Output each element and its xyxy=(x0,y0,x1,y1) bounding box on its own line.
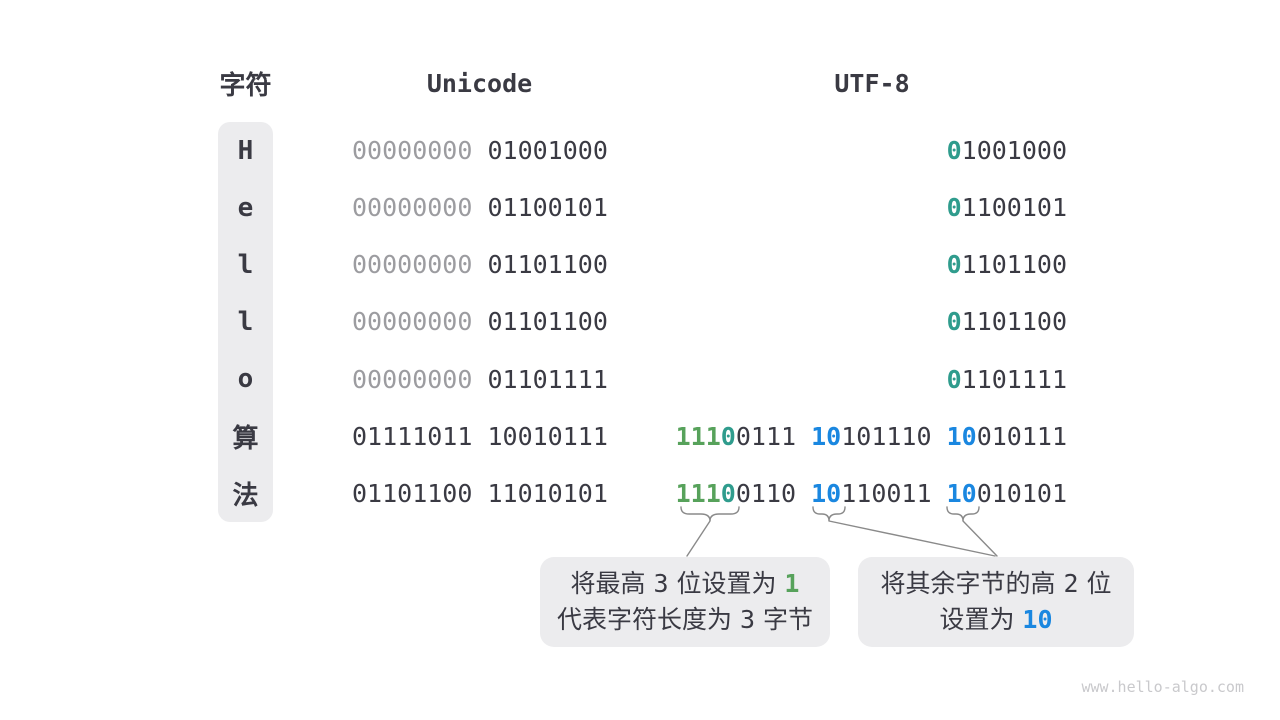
watermark: www.hello-algo.com xyxy=(1081,678,1244,696)
bits-segment-dark: 01100101 xyxy=(472,193,608,223)
bits-segment-teal: 0 xyxy=(720,478,736,508)
bits-segment-dark: 位设置为 xyxy=(668,569,785,598)
bits-segment-gray: 00000000 xyxy=(352,250,473,280)
bits-segment-dark: 1101111 xyxy=(961,364,1067,394)
bits-segment-gray: 00000000 xyxy=(352,364,473,394)
bits-segment-blue: 10 xyxy=(1022,605,1053,634)
character-cell: l xyxy=(237,249,254,280)
character-cell: e xyxy=(237,192,254,223)
bits-segment-dark: 110011 xyxy=(841,478,947,508)
bits-segment-blue: 10 xyxy=(946,421,977,451)
bits-segment-dark: 1100101 xyxy=(961,193,1067,223)
callout-set-continuation-bits: 将其余字节的高 2 位设置为 10 xyxy=(858,557,1134,647)
bits-segment-teal: 0 xyxy=(946,136,962,166)
bits-segment-teal: 0 xyxy=(946,250,962,280)
character-cell: 算 xyxy=(232,423,259,454)
bits-segment-dark: 3 xyxy=(653,569,669,598)
bits-segment-teal: 0 xyxy=(720,421,736,451)
column-header-unicode: Unicode xyxy=(426,68,533,98)
column-header-character: 字符 xyxy=(219,70,272,101)
unicode-bits-row: 00000000 01001000 xyxy=(352,122,612,179)
callout-text-line: 将其余字节的高 2 位 xyxy=(881,566,1112,602)
connector-line-byte3 xyxy=(962,520,998,557)
bits-segment-dark: 01111011 10010111 xyxy=(352,421,608,451)
bits-segment-dark: 1101100 xyxy=(961,307,1067,337)
bits-segment-dark: 位 xyxy=(1078,569,1112,598)
column-header-utf8: UTF-8 xyxy=(834,68,910,98)
bits-segment-blue: 10 xyxy=(946,478,977,508)
bits-segment-dark: 0111 xyxy=(735,421,812,451)
bits-segment-dark: 01101100 xyxy=(472,250,608,280)
bits-segment-teal: 0 xyxy=(946,307,962,337)
callout-text-line: 设置为 10 xyxy=(939,602,1052,638)
bits-segment-green: 111 xyxy=(675,421,721,451)
unicode-bits-row: 01101100 11010101 xyxy=(352,465,612,522)
bits-segment-dark: 2 xyxy=(1063,569,1079,598)
bits-segment-dark: 1101100 xyxy=(961,250,1067,280)
character-cell: 法 xyxy=(232,480,259,511)
bits-segment-dark: 101110 xyxy=(841,421,947,451)
bits-segment-dark: 3 xyxy=(739,605,756,634)
connector-line-high-bits xyxy=(686,520,711,557)
bits-segment-dark: 01101111 xyxy=(472,364,608,394)
character-cell: o xyxy=(237,364,254,395)
bits-segment-dark: 010101 xyxy=(976,478,1067,508)
callout-text-line: 代表字符长度为 3 字节 xyxy=(557,602,813,638)
bits-segment-gray: 00000000 xyxy=(352,136,473,166)
callout-text-line: 将最高 3 位设置为 1 xyxy=(571,566,800,602)
bits-segment-teal: 0 xyxy=(946,364,962,394)
unicode-bits-row: 00000000 01100101 xyxy=(352,179,612,236)
bits-segment-dark: 代表字符长度为 xyxy=(557,605,740,634)
unicode-bits-row: 00000000 01101100 xyxy=(352,236,612,293)
bits-segment-blue: 10 xyxy=(811,478,842,508)
unicode-bits-row: 00000000 01101111 xyxy=(352,351,612,408)
bits-segment-dark: 1001000 xyxy=(961,136,1067,166)
character-cell: H xyxy=(237,135,254,166)
bits-segment-dark: 010111 xyxy=(976,421,1067,451)
bits-segment-dark: 0110 xyxy=(735,478,812,508)
bits-segment-dark: 字节 xyxy=(755,605,813,634)
bits-segment-green: 1 xyxy=(784,569,800,598)
bits-segment-blue: 10 xyxy=(811,421,842,451)
bits-segment-gray: 00000000 xyxy=(352,193,473,223)
character-cell: l xyxy=(237,306,254,337)
bits-segment-dark: 将其余字节的高 xyxy=(880,569,1064,598)
connector-line-byte2 xyxy=(828,520,996,557)
bits-segment-dark: 01001000 xyxy=(472,136,608,166)
unicode-bits-row: 01111011 10010111 xyxy=(352,408,612,465)
bits-segment-dark: 设置为 xyxy=(939,605,1023,634)
bits-segment-dark: 01101100 11010101 xyxy=(352,478,608,508)
bits-segment-dark: 01101100 xyxy=(472,307,608,337)
bits-segment-dark: 将最高 xyxy=(570,569,654,598)
unicode-bits-row: 00000000 01101100 xyxy=(352,293,612,350)
bits-segment-green: 111 xyxy=(675,478,721,508)
bits-segment-teal: 0 xyxy=(946,193,962,223)
bits-segment-gray: 00000000 xyxy=(352,307,473,337)
